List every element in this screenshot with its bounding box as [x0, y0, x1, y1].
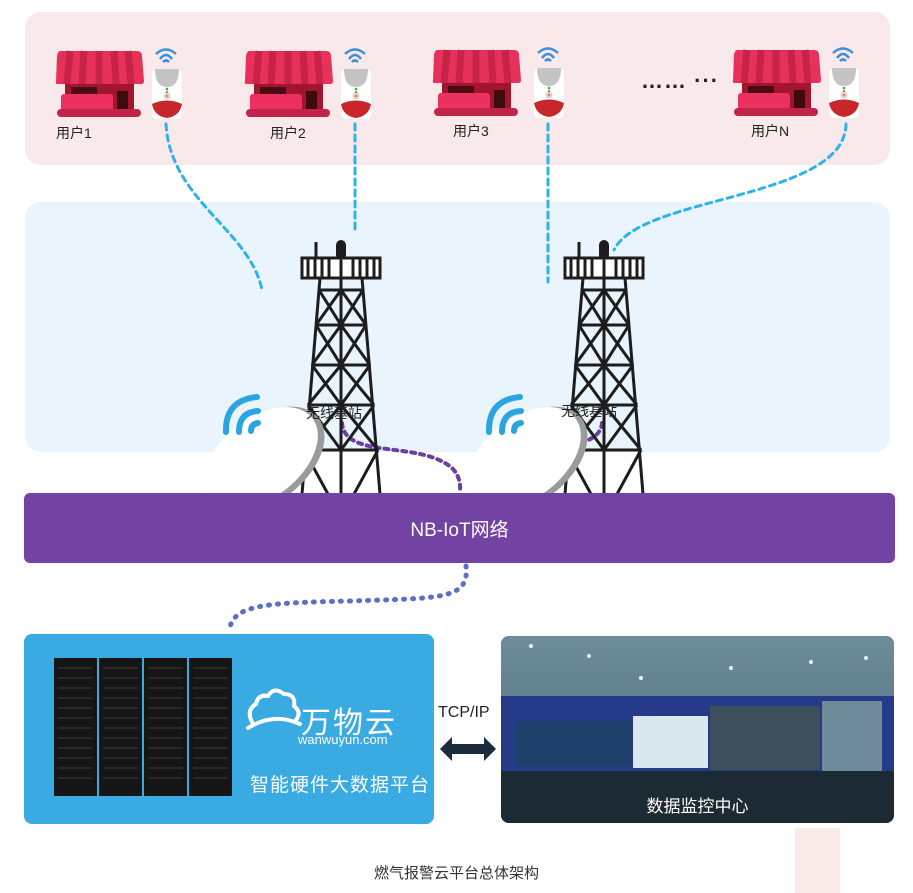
tcp-ip-label: TCP/IP — [438, 704, 490, 721]
nbiot-network-bar: NB-IoT网络 — [24, 493, 895, 563]
station-label-2: 无线基站 — [561, 403, 617, 419]
link-userN-station2 — [612, 122, 848, 252]
bidirectional-arrow-icon — [440, 737, 496, 761]
link-station1-network — [340, 421, 463, 494]
decorative-shape — [795, 828, 840, 893]
logo-name: 万物云 — [301, 707, 397, 740]
logo-domain: wanwuyun.com — [298, 732, 388, 747]
network-label: NB-IoT网络 — [410, 519, 509, 541]
monitor-label: 数据监控中心 — [646, 797, 749, 816]
monitoring-center-image: 数据监控中心 — [501, 636, 894, 823]
platform-label: 智能硬件大数据平台 — [250, 775, 431, 796]
link-network-platform — [226, 563, 469, 635]
stations-panel — [25, 202, 890, 452]
link-user1-station1 — [164, 122, 264, 292]
diagram-caption: 燃气报警云平台总体架构 — [373, 865, 539, 882]
base-station-icon-1 — [185, 240, 387, 535]
base-station-icon-2 — [448, 240, 650, 535]
station-label-1: 无线基站 — [306, 405, 362, 421]
user-label-3: 用户3 — [453, 123, 489, 139]
cloud-logo-icon — [246, 688, 302, 730]
more-users-ellipsis: …… ··· — [641, 68, 720, 93]
user-label-1: 用户1 — [56, 125, 92, 141]
user-label-n: 用户N — [751, 123, 790, 139]
platform-box: 万物云 wanwuyun.com 智能硬件大数据平台 — [24, 634, 434, 824]
server-racks-image — [54, 658, 232, 796]
user-label-2: 用户2 — [270, 125, 306, 141]
control-room-photo — [501, 636, 894, 823]
